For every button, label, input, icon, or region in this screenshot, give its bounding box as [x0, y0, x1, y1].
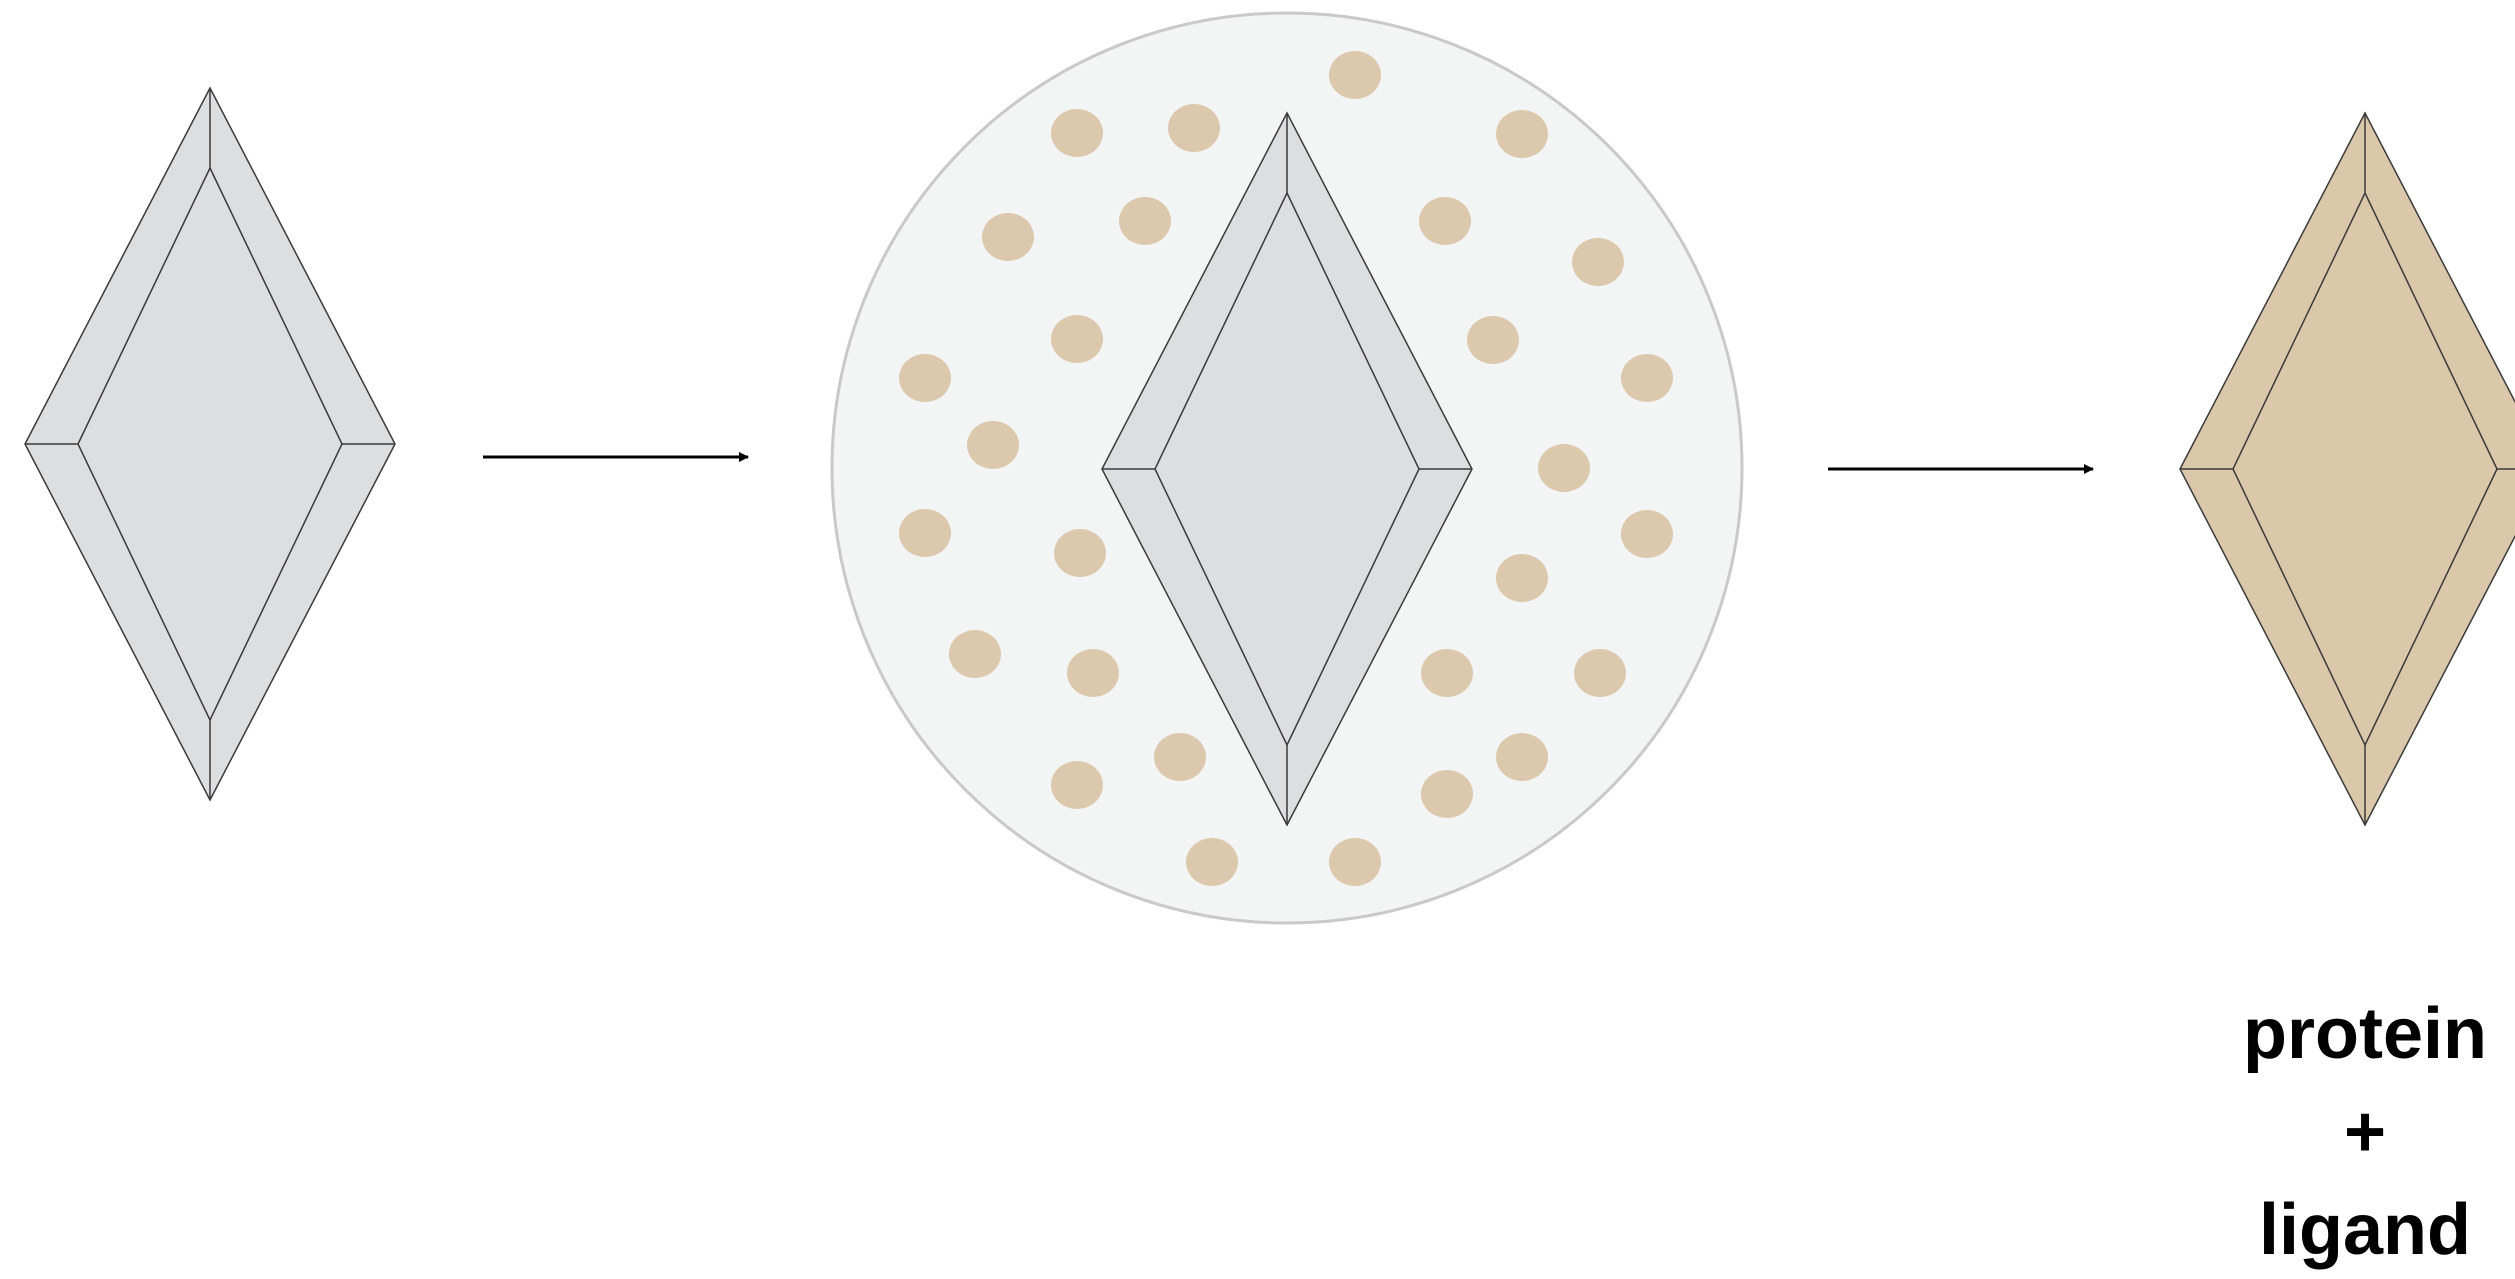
ligand-dot — [1467, 316, 1519, 364]
result-label-line-2: + — [2190, 1083, 2515, 1181]
ligand-dot — [1496, 733, 1548, 781]
ligand-dot — [899, 509, 951, 557]
ligand-dot — [1054, 529, 1106, 577]
ligand-dot — [949, 630, 1001, 678]
ligand-dot — [1421, 770, 1473, 818]
ligand-dot — [1168, 104, 1220, 152]
ligand-dot — [1051, 109, 1103, 157]
ligand-dot — [1621, 354, 1673, 402]
ligand-dot — [1421, 649, 1473, 697]
result-label-line-1: protein — [2190, 985, 2515, 1083]
ligand-dot — [1496, 554, 1548, 602]
ligand-dot — [1574, 649, 1626, 697]
result-label: protein + ligand — [2190, 985, 2515, 1279]
ligand-dot — [967, 421, 1019, 469]
ligand-dot — [1051, 315, 1103, 363]
ligand-dot — [1186, 838, 1238, 886]
result-label-line-3: ligand — [2190, 1181, 2515, 1279]
ligand-dot — [1419, 197, 1471, 245]
ligand-dot — [1621, 510, 1673, 558]
ligand-dot — [982, 213, 1034, 261]
complex-crystal — [2180, 113, 2515, 825]
ligand-dot — [1496, 110, 1548, 158]
ligand-dot — [1329, 51, 1381, 99]
ligand-dot — [1051, 761, 1103, 809]
crystal-inner-face — [78, 168, 342, 720]
ligand-dot — [1119, 197, 1171, 245]
ligand-dot — [1067, 649, 1119, 697]
ligand-dot — [1572, 238, 1624, 286]
ligand-dot — [1538, 444, 1590, 492]
ligand-dot — [1329, 838, 1381, 886]
apo-crystal — [25, 88, 395, 800]
ligand-dot — [899, 354, 951, 402]
ligand-dot — [1154, 733, 1206, 781]
crystal-inner-face — [2233, 193, 2497, 745]
